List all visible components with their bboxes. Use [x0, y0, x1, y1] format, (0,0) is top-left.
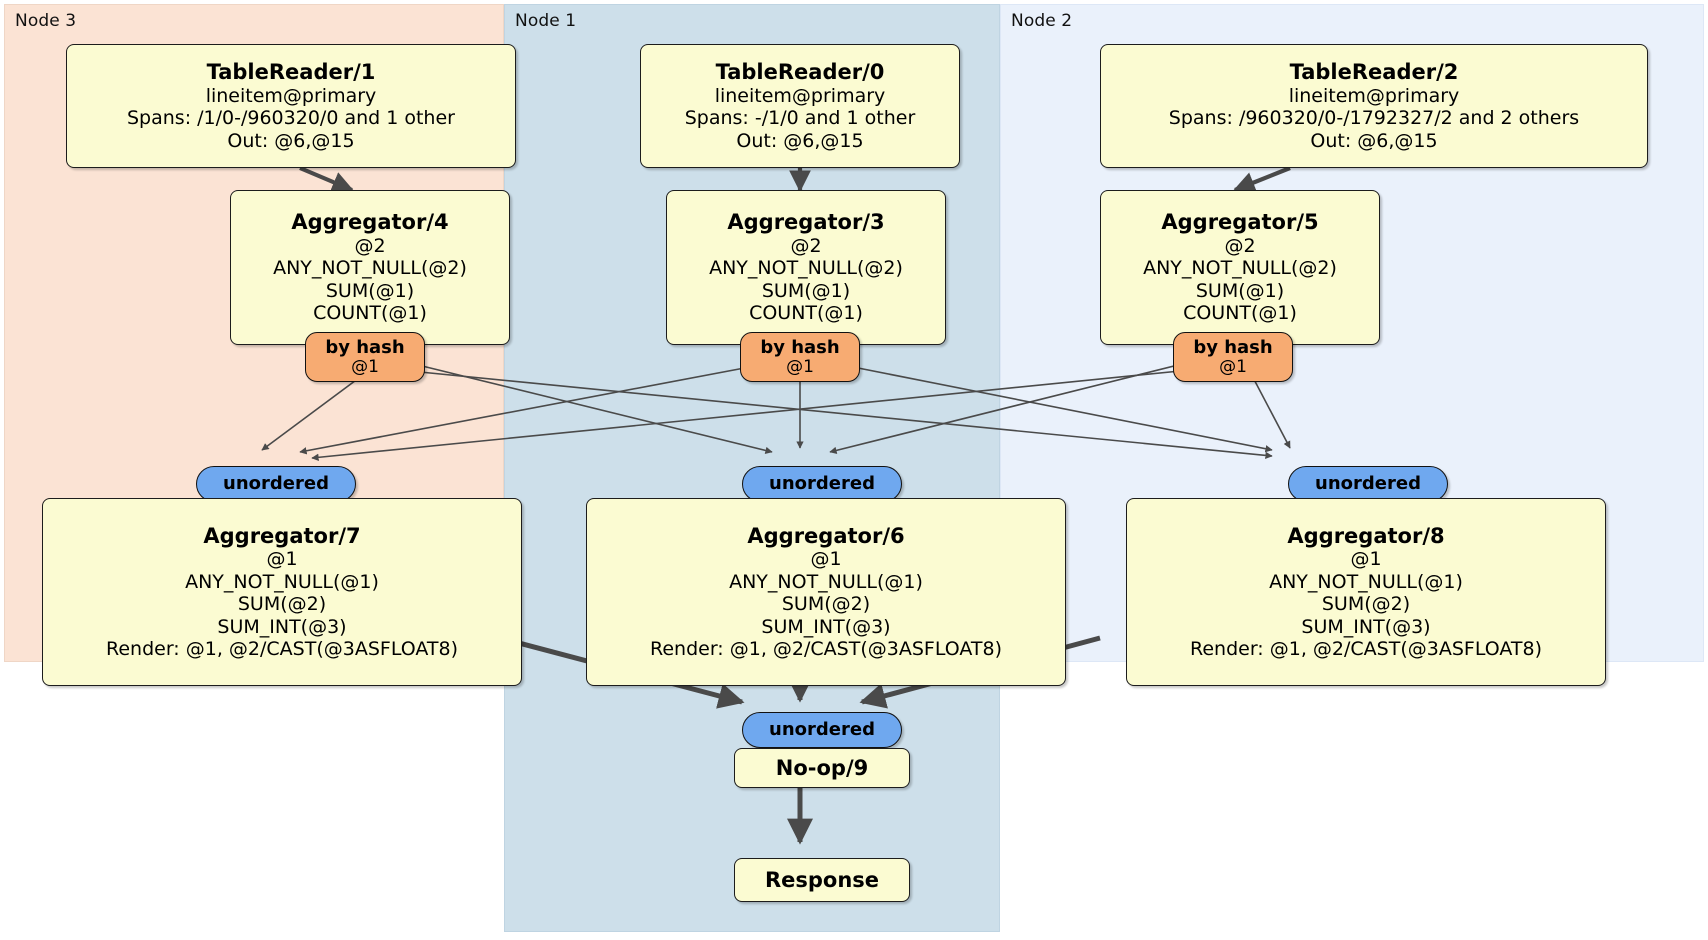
unordered-synchronizer-final[interactable]: unordered [742, 712, 902, 748]
processor-detail: @1 [266, 548, 298, 571]
router-label: by hash [325, 336, 405, 358]
processor-detail: ANY_NOT_NULL(@1) [185, 570, 379, 593]
processor-detail: @1 [1350, 548, 1382, 571]
hash-router-left[interactable]: by hash @1 [305, 332, 425, 382]
processor-detail: @2 [354, 235, 386, 258]
processor-detail: Render: @1, @2/CAST(@3ASFLOAT8) [1190, 637, 1542, 660]
processor-detail: COUNT(@1) [1183, 302, 1297, 325]
router-label: by hash [760, 336, 840, 358]
node-panel-label: Node 1 [515, 11, 577, 31]
processor-detail: Render: @1, @2/CAST(@3ASFLOAT8) [650, 637, 1002, 660]
processor-table-reader-2[interactable]: TableReader/2 lineitem@primary Spans: /9… [1100, 44, 1648, 168]
processor-title: TableReader/2 [1289, 60, 1459, 84]
hash-router-center[interactable]: by hash @1 [740, 332, 860, 382]
processor-detail: @1 [810, 548, 842, 571]
processor-detail: lineitem@primary [1288, 84, 1460, 107]
processor-title: No-op/9 [775, 755, 869, 780]
unordered-synchronizer-left[interactable]: unordered [196, 466, 356, 502]
processor-title: Aggregator/3 [727, 210, 885, 235]
processor-detail: ANY_NOT_NULL(@2) [709, 257, 903, 280]
processor-aggregator-3[interactable]: Aggregator/3 @2 ANY_NOT_NULL(@2) SUM(@1)… [666, 190, 946, 345]
processor-detail: ANY_NOT_NULL(@2) [1143, 257, 1337, 280]
processor-detail: @2 [790, 235, 822, 258]
processor-detail: ANY_NOT_NULL(@1) [729, 570, 923, 593]
synchronizer-label: unordered [769, 473, 875, 495]
processor-detail: SUM(@2) [781, 593, 871, 616]
hash-router-right[interactable]: by hash @1 [1173, 332, 1293, 382]
unordered-synchronizer-right[interactable]: unordered [1288, 466, 1448, 502]
processor-aggregator-5[interactable]: Aggregator/5 @2 ANY_NOT_NULL(@2) SUM(@1)… [1100, 190, 1380, 345]
processor-detail: SUM(@2) [1321, 593, 1411, 616]
processor-detail: Spans: -/1/0 and 1 other [684, 107, 916, 130]
processor-detail: SUM_INT(@3) [761, 615, 891, 638]
router-detail: @1 [1219, 356, 1247, 377]
processor-table-reader-1[interactable]: TableReader/1 lineitem@primary Spans: /1… [66, 44, 516, 168]
processor-detail: SUM(@1) [325, 279, 415, 302]
processor-aggregator-6[interactable]: Aggregator/6 @1 ANY_NOT_NULL(@1) SUM(@2)… [586, 498, 1066, 686]
router-detail: @1 [786, 356, 814, 377]
processor-detail: SUM(@1) [1195, 279, 1285, 302]
processor-title: Aggregator/7 [203, 523, 361, 548]
node-panel-label: Node 2 [1011, 11, 1073, 31]
processor-detail: lineitem@primary [205, 84, 377, 107]
processor-detail: Out: @6,@15 [1310, 129, 1438, 152]
unordered-synchronizer-center[interactable]: unordered [742, 466, 902, 502]
processor-detail: Render: @1, @2/CAST(@3ASFLOAT8) [106, 637, 458, 660]
processor-table-reader-0[interactable]: TableReader/0 lineitem@primary Spans: -/… [640, 44, 960, 168]
processor-title: Aggregator/8 [1287, 523, 1445, 548]
processor-title: Response [764, 867, 880, 892]
synchronizer-label: unordered [769, 719, 875, 741]
processor-detail: lineitem@primary [714, 84, 886, 107]
processor-aggregator-7[interactable]: Aggregator/7 @1 ANY_NOT_NULL(@1) SUM(@2)… [42, 498, 522, 686]
processor-detail: SUM(@2) [237, 593, 327, 616]
processor-detail: Spans: /1/0-/960320/0 and 1 other [127, 107, 455, 130]
processor-detail: SUM_INT(@3) [1301, 615, 1431, 638]
synchronizer-label: unordered [223, 473, 329, 495]
processor-title: TableReader/0 [715, 60, 885, 84]
processor-detail: Spans: /960320/0-/1792327/2 and 2 others [1168, 107, 1580, 130]
synchronizer-label: unordered [1315, 473, 1421, 495]
processor-response[interactable]: Response [734, 858, 910, 902]
processor-detail: Out: @6,@15 [227, 129, 355, 152]
processor-detail: ANY_NOT_NULL(@2) [273, 257, 467, 280]
processor-detail: ANY_NOT_NULL(@1) [1269, 570, 1463, 593]
processor-title: Aggregator/5 [1161, 210, 1319, 235]
processor-detail: SUM_INT(@3) [217, 615, 347, 638]
processor-detail: COUNT(@1) [313, 302, 427, 325]
processor-aggregator-4[interactable]: Aggregator/4 @2 ANY_NOT_NULL(@2) SUM(@1)… [230, 190, 510, 345]
processor-title: Aggregator/4 [291, 210, 449, 235]
processor-title: TableReader/1 [206, 60, 376, 84]
node-panel-label: Node 3 [15, 11, 77, 31]
processor-title: Aggregator/6 [747, 523, 905, 548]
router-label: by hash [1193, 336, 1273, 358]
processor-aggregator-8[interactable]: Aggregator/8 @1 ANY_NOT_NULL(@1) SUM(@2)… [1126, 498, 1606, 686]
router-detail: @1 [351, 356, 379, 377]
processor-detail: SUM(@1) [761, 279, 851, 302]
processor-no-op-9[interactable]: No-op/9 [734, 748, 910, 788]
processor-detail: @2 [1224, 235, 1256, 258]
processor-detail: COUNT(@1) [749, 302, 863, 325]
processor-detail: Out: @6,@15 [736, 129, 864, 152]
